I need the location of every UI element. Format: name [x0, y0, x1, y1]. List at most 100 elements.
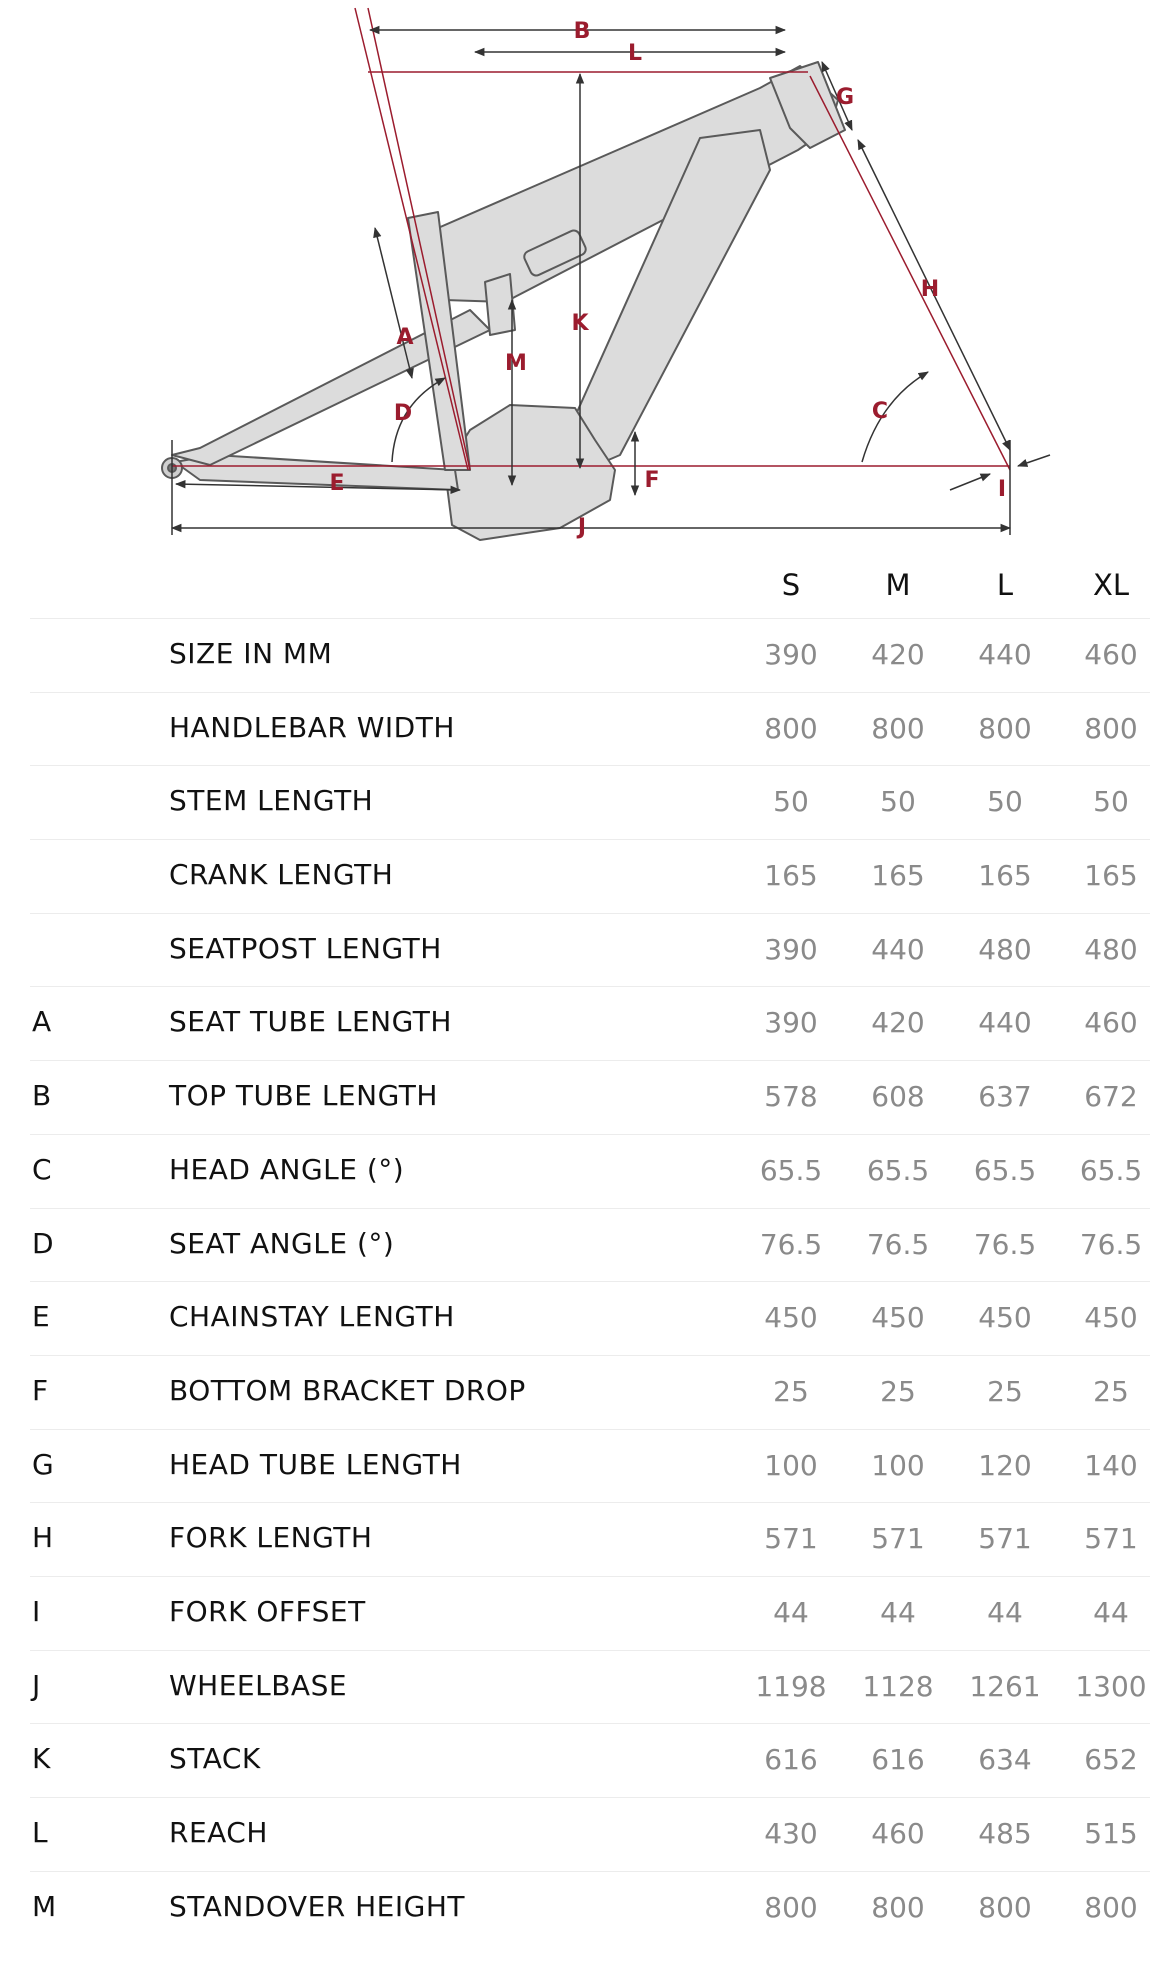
row-value: 485	[978, 1817, 1032, 1850]
row-letter: B	[32, 1079, 52, 1113]
row-label: SEATPOST LENGTH	[169, 931, 442, 965]
row-value: 1128	[862, 1669, 934, 1703]
row-letter: G	[32, 1447, 54, 1481]
row-value: 637	[978, 1080, 1032, 1114]
row-value: 420	[871, 1006, 925, 1040]
row-letter: J	[32, 1668, 41, 1702]
row-value: 50	[987, 785, 1023, 819]
row-label: SEAT TUBE LENGTH	[169, 1005, 452, 1039]
row-value: 65.5	[866, 1153, 930, 1187]
row-value: 800	[978, 1890, 1032, 1924]
dimension-lines	[170, 25, 1051, 535]
row-value: 1261	[969, 1669, 1041, 1703]
row-letter: C	[32, 1152, 52, 1186]
row-value: 1300	[1075, 1669, 1147, 1703]
row-value: 800	[978, 711, 1032, 745]
row-label: FORK LENGTH	[169, 1521, 373, 1555]
row-value: 480	[978, 932, 1032, 966]
row-value: 800	[871, 711, 925, 745]
row-letter: L	[32, 1816, 48, 1849]
bike-frame	[161, 61, 846, 541]
row-value: 25	[880, 1374, 916, 1408]
row-value: 165	[1084, 859, 1138, 893]
row-label: HEAD TUBE LENGTH	[169, 1447, 462, 1481]
row-label: REACH	[169, 1816, 268, 1849]
dim-label-e: E	[329, 471, 344, 496]
row-label: STANDOVER HEIGHT	[169, 1889, 465, 1923]
row-value: 430	[764, 1817, 818, 1850]
row-label: CRANK LENGTH	[169, 858, 394, 892]
row-value: 450	[1084, 1301, 1138, 1335]
row-value: 44	[773, 1595, 809, 1629]
row-value: 76.5	[1079, 1227, 1143, 1261]
row-letter: D	[32, 1226, 54, 1260]
row-value: 450	[871, 1301, 925, 1335]
row-value: 25	[987, 1374, 1023, 1408]
row-value: 616	[871, 1743, 925, 1777]
row-value: 460	[871, 1817, 925, 1850]
row-value: 50	[1093, 785, 1129, 819]
row-value: 800	[764, 711, 818, 745]
row-value: 50	[880, 785, 916, 819]
dim-label-k: K	[571, 311, 589, 336]
dim-label-m: M	[505, 351, 527, 376]
bike-geometry-diagram: B L G H K M A D E F C I J	[161, 7, 1051, 541]
row-value: 450	[764, 1301, 818, 1335]
row-letter: A	[32, 1005, 52, 1039]
row-value: 44	[880, 1595, 916, 1629]
row-value: 634	[978, 1743, 1032, 1777]
row-value: 800	[1084, 711, 1138, 745]
dim-label-a: A	[396, 325, 413, 350]
row-value: 100	[764, 1448, 818, 1482]
row-value: 460	[1084, 1006, 1138, 1040]
row-value: 616	[764, 1743, 818, 1777]
row-value: 76.5	[759, 1227, 823, 1261]
row-letter: E	[32, 1300, 50, 1334]
size-header-l: L	[996, 568, 1014, 602]
row-value: 25	[1093, 1374, 1129, 1408]
row-value: 608	[871, 1080, 925, 1114]
size-header-row: S M L XL	[30, 548, 1150, 618]
size-header-s: S	[781, 568, 801, 602]
dim-label-f: F	[644, 468, 659, 493]
row-value: 390	[764, 638, 818, 671]
row-value: 420	[871, 638, 925, 671]
row-label: WHEELBASE	[169, 1668, 348, 1702]
row-letter: K	[32, 1742, 51, 1776]
row-letter: F	[32, 1373, 49, 1407]
row-value: 76.5	[973, 1227, 1037, 1261]
row-value: 515	[1084, 1817, 1138, 1850]
dim-label-j: J	[576, 515, 586, 540]
row-value: 44	[987, 1595, 1023, 1629]
row-value: 140	[1084, 1448, 1138, 1482]
row-label: HEAD ANGLE (°)	[169, 1152, 405, 1186]
row-value: 44	[1093, 1595, 1129, 1629]
row-label: STACK	[169, 1742, 261, 1776]
row-value: 800	[871, 1890, 925, 1924]
row-value: 100	[871, 1448, 925, 1482]
dimension-letters: B L G H K M A D E F C I J	[329, 19, 1006, 540]
row-value: 165	[764, 859, 818, 893]
row-value: 450	[978, 1301, 1032, 1335]
row-letter: H	[32, 1521, 54, 1555]
row-value: 800	[764, 1890, 818, 1924]
row-value: 165	[871, 859, 925, 893]
dim-label-d: D	[394, 401, 412, 426]
row-value: 50	[773, 785, 809, 819]
row-label: SEAT ANGLE (°)	[169, 1226, 395, 1260]
